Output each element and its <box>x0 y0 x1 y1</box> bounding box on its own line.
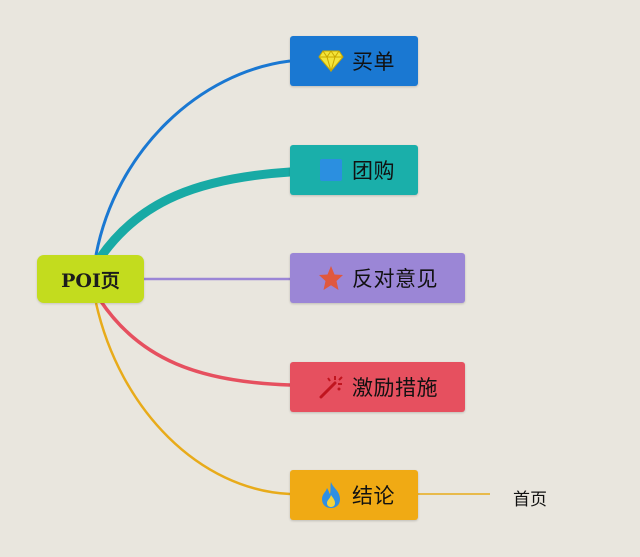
leaf-shouye[interactable]: 首页 <box>513 485 547 510</box>
node-label: 结论 <box>352 484 395 508</box>
diamond-icon <box>316 46 346 76</box>
node-jielun[interactable]: 结论 <box>290 470 418 520</box>
flame-icon <box>316 480 346 510</box>
node-maidan[interactable]: 买单 <box>290 36 418 86</box>
node-label: 反对意见 <box>352 267 438 291</box>
star-icon <box>316 263 346 293</box>
connector-tuangou <box>95 167 295 263</box>
node-fandui[interactable]: 反对意见 <box>290 253 465 303</box>
connector-jielun <box>94 302 291 496</box>
node-tuangou[interactable]: 团购 <box>290 145 418 195</box>
root-node[interactable]: POI页 <box>37 255 144 303</box>
leaf-label: 首页 <box>513 490 547 510</box>
node-label: 买单 <box>352 50 395 74</box>
node-jili[interactable]: 激励措施 <box>290 362 465 412</box>
node-label: 激励措施 <box>352 376 438 400</box>
node-label: 团购 <box>352 159 395 183</box>
magic-wand-icon <box>316 372 346 402</box>
root-label: POI页 <box>61 269 120 292</box>
connector-maidan <box>94 59 291 256</box>
connector-jili <box>98 299 291 387</box>
blue-square-icon <box>316 155 346 185</box>
